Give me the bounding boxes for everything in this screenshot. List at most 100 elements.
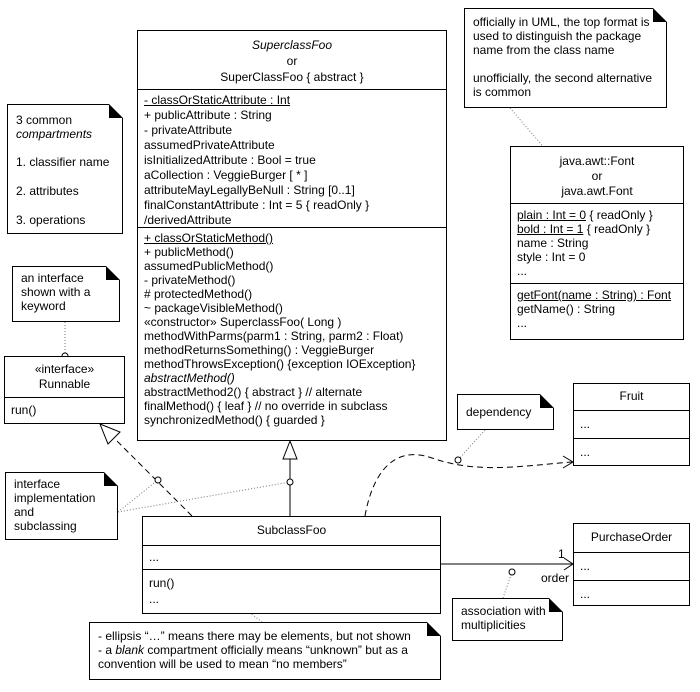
dependency-line (364, 454, 573, 517)
purchase-order-op-ellipsis: ... (580, 587, 591, 601)
fruit-name-compartment: Fruit (574, 384, 689, 410)
fruit-operations-compartment: ... (574, 438, 689, 462)
anchor-dot-generalization (286, 478, 294, 486)
superclass-attributes-compartment: - classOrStaticAttribute : Int+ publicAt… (138, 89, 446, 227)
note-association-line: multiplicities (461, 618, 526, 632)
note-compartments-item: 2. attributes (16, 184, 79, 198)
note-fold-icon (427, 622, 441, 636)
association-multiplicity: 1 (558, 547, 565, 561)
note-uml-format: officially in UML, the top format is use… (464, 8, 667, 108)
font-operation-text: ... (517, 316, 528, 330)
font-operation: getFont(name : String) : Font (517, 288, 677, 302)
note-fold-icon (653, 8, 667, 22)
note-anchor-association (502, 571, 513, 599)
note-ellipsis-blank-word: blank (115, 643, 145, 657)
note-implementation-line: and (14, 505, 35, 519)
superclass-attribute: /derivedAttribute (144, 213, 232, 227)
subclass-name-compartment: SubclassFoo (143, 517, 440, 545)
superclass-operation: methodThrowsException() {exception IOExc… (144, 357, 416, 371)
superclass-attribute: aCollection : VeggieBurger [ * ] (144, 168, 308, 182)
note-association: association with multiplicities (452, 598, 563, 641)
font-attribute: name : String (517, 236, 677, 250)
note-compartments-line1: 3 common (16, 113, 73, 127)
note-compartments-item: 3. operations (16, 213, 86, 227)
superclass-or-label: or (286, 54, 298, 68)
superclass-attribute: assumedPrivateAttribute (144, 138, 275, 152)
superclass-operation: «constructor» SuperclassFoo( Long ) (144, 315, 342, 329)
association-role: order (541, 571, 570, 585)
note-anchor-dependency (457, 429, 486, 461)
generalization-arrowhead (282, 439, 298, 460)
subclass-foo-class[interactable]: SubclassFoo ... run() ... (142, 516, 441, 614)
superclass-attribute: - classOrStaticAttribute : Int (144, 93, 291, 107)
font-attribute-text: { readOnly } (586, 208, 653, 222)
note-compartments-line2: compartments (16, 127, 93, 141)
purchase-order-attr-ellipsis: ... (580, 559, 591, 573)
note-dependency-text: dependency (466, 405, 532, 419)
superclass-operation: + classOrStaticMethod() (144, 231, 274, 245)
superclass-operation: synchronizedMethod() { guarded } (144, 413, 325, 427)
superclass-operations-compartment: + classOrStaticMethod()+ publicMethod()a… (138, 227, 446, 430)
runnable-interface[interactable]: «interface» Runnable run() (4, 356, 125, 424)
fruit-class[interactable]: Fruit ... ... (573, 383, 690, 466)
font-attribute-static-part: plain : Int = 0 (517, 208, 587, 222)
font-attribute-text: name : String (517, 236, 589, 250)
note-ellipsis-line1: - ellipsis “…” means there may be elemen… (98, 629, 411, 643)
superclass-foo-class[interactable]: SuperclassFoo or SuperClassFoo { abstrac… (137, 30, 447, 441)
superclass-attribute: + publicAttribute : String (144, 108, 272, 122)
note-fold-icon (109, 104, 123, 118)
font-operation-static-part: getFont(name : String) : Font (517, 288, 672, 302)
font-attribute: style : Int = 0 (517, 250, 677, 264)
note-anchor-impl-generalization (117, 481, 291, 513)
purchase-order-name: PurchaseOrder (590, 530, 673, 544)
note-compartments-item: 1. classifier name (16, 155, 110, 169)
superclass-operation: ~ packageVisibleMethod() (144, 301, 283, 315)
runnable-name: Runnable (38, 377, 91, 391)
note-interface-line: an interface (21, 271, 84, 285)
note-ellipsis-line2: - a blank compartment officially means “… (98, 643, 432, 657)
fruit-attr-ellipsis: ... (580, 417, 591, 431)
note-uml-format-line: unofficially, the second alternative (473, 71, 652, 85)
note-ellipsis-line3: convention will be used to mean “no memb… (98, 657, 347, 671)
note-ellipsis-line2-a: - a (98, 643, 116, 657)
superclass-name-compartment: SuperclassFoo or SuperClassFoo { abstrac… (138, 31, 446, 89)
superclass-operation: abstractMethod() (144, 371, 235, 385)
note-ellipsis-line2-c: compartment officially means “unknown” b… (144, 643, 408, 657)
superclass-operation: finalMethod() { leaf } // no override in… (144, 399, 388, 413)
font-attribute-text: { readOnly } (583, 222, 651, 236)
font-attribute-static-part: bold : Int = 1 (517, 222, 584, 236)
subclass-name: SubclassFoo (256, 523, 327, 537)
note-uml-format-line: officially in UML, the top format is (473, 15, 650, 29)
note-uml-format-line: name from the class name (473, 43, 615, 57)
realization-arrowhead (99, 423, 121, 445)
note-interface-line: shown with a (21, 285, 91, 299)
note-fold-icon (104, 472, 118, 486)
font-or-label: or (591, 169, 603, 183)
note-dependency: dependency (457, 394, 554, 430)
superclass-operation: methodWithParms(parm1 : String, parm2 : … (144, 329, 404, 343)
superclass-operation: methodReturnsSomething() : VeggieBurger (144, 343, 375, 357)
fruit-name: Fruit (619, 389, 644, 403)
superclass-name-italic: SuperclassFoo (251, 38, 333, 52)
note-implementation-line: implementation (14, 491, 96, 505)
purchase-order-operations-compartment: ... (574, 580, 689, 604)
note-fold-icon (106, 266, 120, 280)
note-anchor-impl-realization (117, 479, 159, 513)
superclass-operation: + publicMethod() (144, 245, 234, 259)
subclass-op-ellipsis: ... (149, 592, 160, 606)
font-attribute: plain : Int = 0 { readOnly } (517, 208, 677, 222)
purchase-order-class[interactable]: PurchaseOrder ... ... (573, 523, 690, 606)
font-operation-text: getName() : String (517, 302, 616, 316)
superclass-attribute: finalConstantAttribute : Int = 5 { readO… (144, 198, 370, 212)
note-ellipsis: - ellipsis “…” means there may be elemen… (89, 622, 441, 680)
superclass-operation: assumedPublicMethod() (144, 259, 274, 273)
font-class[interactable]: java.awt::Font or java.awt.Font plain : … (510, 146, 684, 340)
runnable-stereotype: «interface» (34, 362, 95, 376)
note-implementation-line: subclassing (14, 519, 77, 533)
note-interface: an interface shown with a keyword (12, 266, 120, 322)
subclass-operations-compartment: run() ... (143, 569, 440, 610)
superclass-operation: abstractMethod2() { abstract } // altern… (144, 385, 363, 399)
note-fold-icon (549, 598, 563, 612)
note-fold-icon (540, 394, 554, 408)
note-compartments: 3 common compartments 1. classifier name… (7, 104, 123, 234)
